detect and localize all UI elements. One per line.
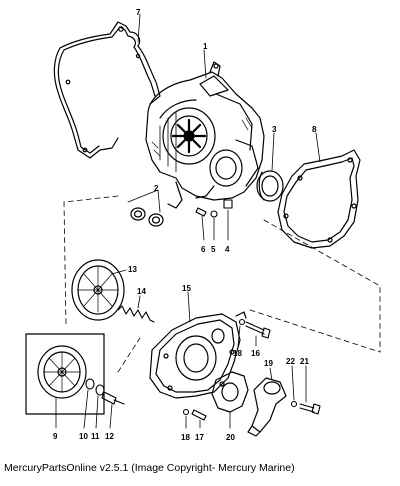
callout-12: 12 bbox=[105, 432, 114, 441]
part-14-spring bbox=[117, 295, 155, 323]
part-9-plate bbox=[25, 333, 105, 429]
part-1-pump-housing bbox=[145, 61, 265, 209]
callout-8: 8 bbox=[312, 125, 317, 134]
part-7-gasket bbox=[53, 13, 161, 159]
parts-16-18-hardware bbox=[237, 318, 271, 347]
callout-5: 5 bbox=[211, 245, 216, 254]
part-13-plate bbox=[71, 259, 127, 321]
callout-18a: 18 bbox=[233, 349, 242, 358]
alignment-lines bbox=[63, 195, 381, 373]
callout-19: 19 bbox=[264, 359, 273, 368]
parts-21-22-hardware bbox=[290, 365, 321, 415]
callout-9: 9 bbox=[53, 432, 58, 441]
callout-11: 11 bbox=[91, 432, 100, 441]
part-3-seal bbox=[256, 132, 284, 202]
callout-3: 3 bbox=[272, 125, 277, 134]
callout-2: 2 bbox=[154, 184, 159, 193]
callout-22: 22 bbox=[286, 357, 295, 366]
part-2-seals bbox=[127, 189, 164, 227]
part-20-gasket bbox=[211, 371, 249, 429]
callout-6: 6 bbox=[201, 245, 206, 254]
callout-18b: 18 bbox=[181, 433, 190, 442]
callout-21: 21 bbox=[300, 357, 309, 366]
callout-17: 17 bbox=[195, 433, 204, 442]
callout-16: 16 bbox=[251, 349, 260, 358]
part-8-gasket bbox=[277, 132, 361, 249]
parts-10-11-12-hardware bbox=[83, 378, 125, 429]
callout-10: 10 bbox=[79, 432, 88, 441]
callout-20: 20 bbox=[226, 433, 235, 442]
parts-4-5-6-hardware bbox=[195, 199, 233, 241]
callout-13: 13 bbox=[128, 265, 137, 274]
callout-7: 7 bbox=[136, 8, 141, 17]
callout-15: 15 bbox=[182, 284, 191, 293]
part-19-elbow bbox=[247, 367, 287, 437]
parts-17-18-hardware bbox=[182, 408, 207, 429]
image-caption: MercuryPartsOnline v2.5.1 (Image Copyrig… bbox=[4, 462, 295, 474]
callout-4: 4 bbox=[225, 245, 230, 254]
callout-14: 14 bbox=[137, 287, 146, 296]
part-15-cover bbox=[149, 291, 247, 399]
callout-1: 1 bbox=[203, 42, 208, 51]
